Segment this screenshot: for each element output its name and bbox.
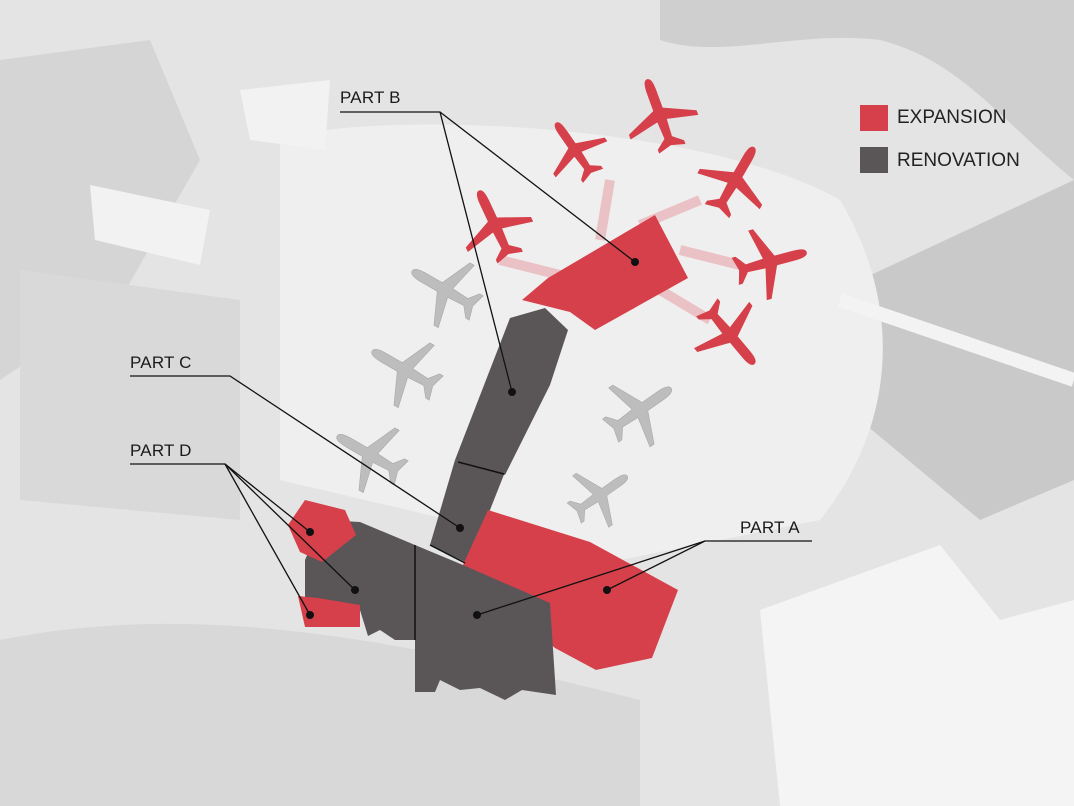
leader-lines	[130, 111, 812, 616]
part-b-expansion-area	[522, 215, 688, 330]
part-c-label: PART C	[130, 353, 192, 372]
expansion-swatch	[860, 105, 888, 131]
part-b-label: PART B	[340, 88, 401, 107]
part-d-expansion-area	[298, 596, 360, 627]
divider-line	[429, 544, 466, 564]
part-a-expansion-area	[463, 510, 678, 670]
leader-dots	[306, 258, 639, 619]
road	[837, 293, 1074, 387]
building-roof	[760, 545, 1074, 806]
part-a-renovation-area	[415, 545, 556, 700]
renovation-swatch	[860, 147, 888, 173]
part-a-label: PART A	[740, 518, 800, 537]
legend-expansion-label: EXPANSION	[897, 107, 1007, 128]
part-d-expansion-area	[288, 500, 356, 562]
building-roof	[240, 80, 330, 150]
part-d-label: PART D	[130, 441, 192, 460]
apron	[280, 124, 883, 560]
parking-lot	[20, 270, 240, 520]
divider-line	[457, 461, 505, 475]
legend-renovation-label: RENOVATION	[897, 150, 1020, 171]
grass-area	[660, 0, 1074, 180]
building-roof	[90, 185, 210, 265]
part-c-renovation-area	[430, 460, 505, 562]
